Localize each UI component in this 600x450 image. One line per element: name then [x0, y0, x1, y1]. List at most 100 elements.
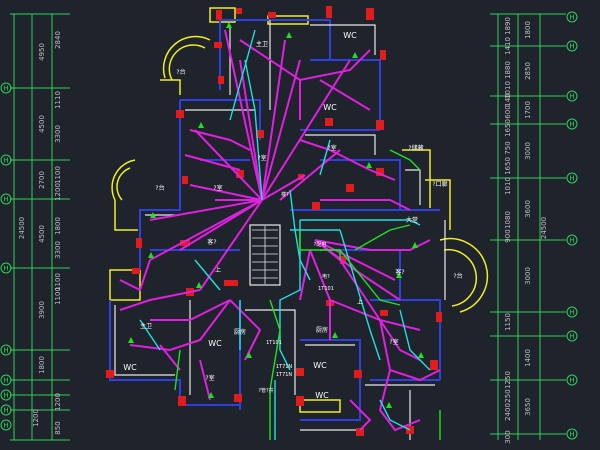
dimension-detail: 1200 — [54, 183, 62, 201]
riser-annotations: 1T101 1T101 1T71N 1T71N — [266, 286, 334, 378]
dimension-detail: 3300 — [54, 241, 62, 259]
dimension-detail: 1800 — [54, 217, 62, 235]
room-label-lift: 上 — [357, 298, 363, 306]
left-axis-bubbles — [0, 82, 12, 431]
right-dimension-labels: 24500 1800 2850 1700 3000 3600 3000 1400… — [504, 17, 548, 444]
room-label-terrace: ?台 — [176, 68, 185, 76]
riser-label: 1T71N — [276, 364, 293, 370]
dimension-detail: 600 — [504, 105, 512, 118]
room-label-storage: ?储藏 — [408, 144, 423, 152]
room-label-terrace: ?台 — [453, 272, 462, 280]
dimension-detail: 1010 — [504, 81, 512, 99]
device-markers — [128, 22, 424, 408]
dimension-label: 3900 — [38, 301, 46, 319]
axis-letter: H — [569, 333, 574, 341]
dimension-detail: 1150 — [504, 313, 512, 331]
dimension-total: 24500 — [18, 217, 26, 239]
dimension-detail: 1890 — [504, 17, 512, 35]
axis-letter: H — [569, 43, 574, 51]
dimension-detail: 300 — [504, 430, 512, 443]
right-axis-letters: H H H H H H H H H H — [569, 14, 574, 439]
dimension-detail: 140 — [504, 93, 512, 106]
left-dimension-band — [10, 13, 70, 441]
axis-letter: H — [569, 431, 574, 439]
dimension-detail: 3300 — [54, 125, 62, 143]
dimension-detail: 2840 — [54, 31, 62, 49]
room-label-bedroom: ?室 — [389, 338, 398, 346]
axis-letter: H — [3, 392, 8, 400]
balconies-and-fixtures — [109, 7, 489, 413]
room-label-entry: ?口廊 — [432, 180, 447, 188]
room-label-bedroom: ?室 — [205, 374, 214, 382]
room-label-kitchen: 厨房 — [234, 328, 246, 336]
dimension-label: 1800 — [524, 21, 532, 39]
dimension-label: 4950 — [38, 43, 46, 61]
dimension-detail: 1010 — [504, 177, 512, 195]
room-label-bedroom: ?室 — [327, 144, 336, 152]
dimension-total: 24500 — [540, 217, 548, 239]
walls-white — [114, 20, 446, 440]
dimension-detail: 1880 — [504, 61, 512, 79]
axis-letter: H — [569, 121, 574, 129]
dimension-detail: 1650 — [504, 157, 512, 175]
dimension-label: 4500 — [38, 225, 46, 243]
room-label-living: 客? — [207, 238, 216, 246]
left-axis-letters: H H H H H H H H H — [3, 85, 8, 430]
room-label-kitchen: 厨房 — [316, 326, 328, 334]
right-dimension-band — [490, 13, 566, 440]
riser-label: 1T101 — [318, 286, 334, 292]
dimension-detail: 250 — [504, 389, 512, 402]
room-label-stair: 楼? — [281, 191, 289, 198]
axis-letter: H — [3, 265, 8, 273]
dimension-detail: 1200 — [54, 393, 62, 411]
dimension-detail: 750 — [504, 141, 512, 154]
riser-label: 1T101 — [266, 340, 282, 346]
axis-letter: H — [569, 175, 574, 183]
room-label-pipe-shaft: ?管?井 — [258, 387, 273, 394]
room-label-wc: WC — [208, 339, 222, 348]
riser-label: 1T71N — [276, 372, 293, 378]
dimension-label: 1400 — [524, 349, 532, 367]
dimension-detail: 1410 — [504, 37, 512, 55]
dimension-label: 1800 — [38, 356, 46, 374]
dimension-detail: 900 — [504, 229, 512, 242]
room-label-lift: 上 — [215, 266, 221, 274]
axis-letter: H — [3, 196, 8, 204]
wiring-green — [174, 149, 441, 440]
dimension-label: 2850 — [524, 62, 532, 80]
room-label-living: 客? — [395, 268, 404, 276]
right-axis-bubbles — [566, 11, 578, 440]
room-label-shaft: ?配电 — [314, 241, 327, 248]
dimension-detail: 2400 — [504, 403, 512, 421]
axis-letter: H — [3, 347, 8, 355]
axis-letter: H — [569, 93, 574, 101]
dimension-label: 4500 — [38, 115, 46, 133]
room-label-wc: WC — [123, 363, 137, 372]
axis-letter: H — [569, 14, 574, 22]
room-label-wc: WC — [315, 391, 329, 400]
axis-letter: H — [569, 377, 574, 385]
room-label-wc: WC — [323, 103, 337, 112]
room-label-wc: WC — [343, 31, 357, 40]
dimension-label: 2700 — [38, 171, 46, 189]
axis-letter: H — [3, 422, 8, 430]
dimension-detail: 850 — [54, 421, 62, 434]
dimension-label: 3000 — [524, 267, 532, 285]
dimension-label: 3000 — [524, 142, 532, 160]
room-label-bathroom: 主卫 — [140, 322, 152, 330]
room-label-bedroom: ?室 — [257, 154, 266, 162]
room-label-wc: WC — [313, 361, 327, 370]
dimension-detail: 1650 — [504, 119, 512, 137]
room-label-bathroom: 主卫 — [256, 40, 268, 48]
room-label-hall: 大堂 — [406, 216, 418, 224]
dimension-detail: 1100 — [54, 166, 62, 184]
dimension-detail: 1250 — [504, 371, 512, 389]
dimension-label: 3600 — [524, 200, 532, 218]
wiring-cyan — [139, 29, 431, 440]
dimension-label: 1200 — [32, 409, 40, 427]
room-label-meter: 电? — [322, 273, 330, 280]
dimension-detail: 1100 — [54, 273, 62, 291]
axis-letter: H — [3, 377, 8, 385]
dimension-detail: 1080 — [504, 211, 512, 229]
